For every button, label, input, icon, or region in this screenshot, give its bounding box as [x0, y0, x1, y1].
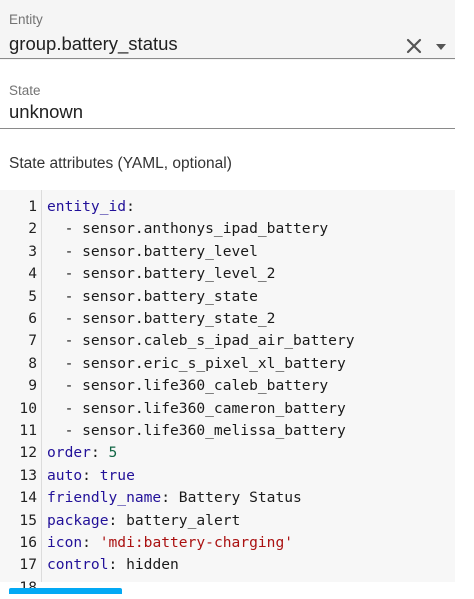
code-token: control — [47, 556, 109, 574]
line-text: - sensor.caleb_s_ipad_air_battery — [47, 330, 355, 352]
line-number: 8 — [28, 354, 37, 372]
code-token: - sensor.battery_level_2 — [47, 265, 276, 283]
line-text: friendly_name: Battery Status — [47, 487, 302, 509]
code-token: : battery_alert — [108, 511, 241, 529]
line-number: 7 — [28, 332, 37, 350]
code-token: 'mdi:battery-charging' — [99, 534, 294, 551]
line-text: - sensor.battery_level_2 — [47, 263, 276, 285]
line-number: 5 — [28, 287, 37, 305]
code-token: - sensor.caleb_s_ipad_air_battery — [47, 332, 355, 350]
state-input[interactable]: unknown — [9, 101, 84, 122]
code-token: true — [99, 466, 135, 484]
code-token: : — [82, 466, 100, 484]
line-text: - sensor.life360_caleb_battery — [47, 375, 329, 397]
line-number-gutter — [0, 190, 42, 582]
line-number: 3 — [28, 242, 37, 260]
line-number: 4 — [28, 265, 37, 283]
line-number: 1 — [28, 198, 37, 215]
line-number: 16 — [19, 534, 37, 551]
code-token: : — [126, 198, 135, 215]
line-number: 2 — [28, 220, 37, 238]
line-number: 10 — [19, 399, 37, 417]
code-token: : Battery Status — [161, 489, 302, 507]
code-token: - sensor.eric_s_pixel_xl_battery — [47, 354, 346, 372]
line-text: - sensor.anthonys_ipad_battery — [47, 218, 329, 240]
code-token: - sensor.life360_cameron_battery — [47, 399, 346, 417]
code-token: auto — [47, 466, 83, 484]
entity-label: Entity — [9, 12, 43, 27]
line-text: order: 5 — [47, 442, 117, 464]
line-text: - sensor.battery_state — [47, 286, 258, 308]
line-number: 9 — [28, 377, 37, 395]
code-token: friendly_name — [47, 489, 162, 507]
line-text: - sensor.battery_state_2 — [47, 308, 276, 330]
entity-field[interactable]: Entity group.battery_status — [0, 0, 455, 60]
line-text: auto: true — [47, 465, 135, 487]
line-text: - sensor.life360_melissa_battery — [47, 420, 346, 442]
save-button[interactable] — [9, 588, 122, 594]
line-text: package: battery_alert — [47, 510, 240, 532]
code-token: : — [90, 444, 109, 462]
line-text: - sensor.battery_level — [47, 241, 258, 263]
line-text: entity_id: — [47, 196, 135, 218]
yaml-attributes-label: State attributes (YAML, optional) — [9, 155, 232, 172]
close-icon[interactable] — [404, 36, 424, 56]
entity-input[interactable]: group.battery_status — [9, 33, 178, 54]
code-token: icon — [47, 534, 83, 551]
code-token: : hidden — [108, 556, 179, 574]
line-number: 11 — [19, 422, 37, 439]
line-text: control: hidden — [47, 554, 179, 576]
code-token: : — [82, 534, 100, 551]
yaml-code-editor[interactable]: 1 entity_id: 2 - sensor.anthonys_ipad_batt… — [0, 190, 455, 596]
line-number: 12 — [19, 444, 37, 462]
line-text: - sensor.life360_cameron_battery — [47, 398, 346, 420]
state-field[interactable]: State — [0, 74, 455, 130]
line-text: icon: 'mdi:battery-charging' — [47, 532, 293, 554]
chevron-down-icon[interactable] — [434, 40, 448, 52]
line-number: 17 — [19, 556, 37, 574]
code-token: entity_id — [47, 198, 127, 215]
state-underline — [0, 128, 455, 129]
line-number: 6 — [28, 310, 37, 327]
code-token: - sensor.anthonys_ipad_battery — [47, 220, 329, 238]
entity-underline — [0, 58, 455, 59]
code-token: - sensor.battery_state_2 — [47, 310, 276, 327]
line-number: 13 — [19, 466, 37, 484]
code-token: - sensor.battery_level — [47, 242, 258, 260]
code-token: - sensor.life360_caleb_battery — [47, 377, 329, 395]
line-number: 15 — [19, 511, 37, 529]
line-number: 14 — [19, 489, 37, 507]
code-token: - sensor.battery_state — [47, 287, 258, 305]
code-token: - sensor.life360_melissa_battery — [47, 422, 346, 439]
line-text: - sensor.eric_s_pixel_xl_battery — [47, 353, 346, 375]
code-token: order — [47, 444, 91, 462]
code-token: package — [47, 511, 109, 529]
code-token: 5 — [108, 444, 118, 462]
state-label: State — [9, 83, 41, 98]
